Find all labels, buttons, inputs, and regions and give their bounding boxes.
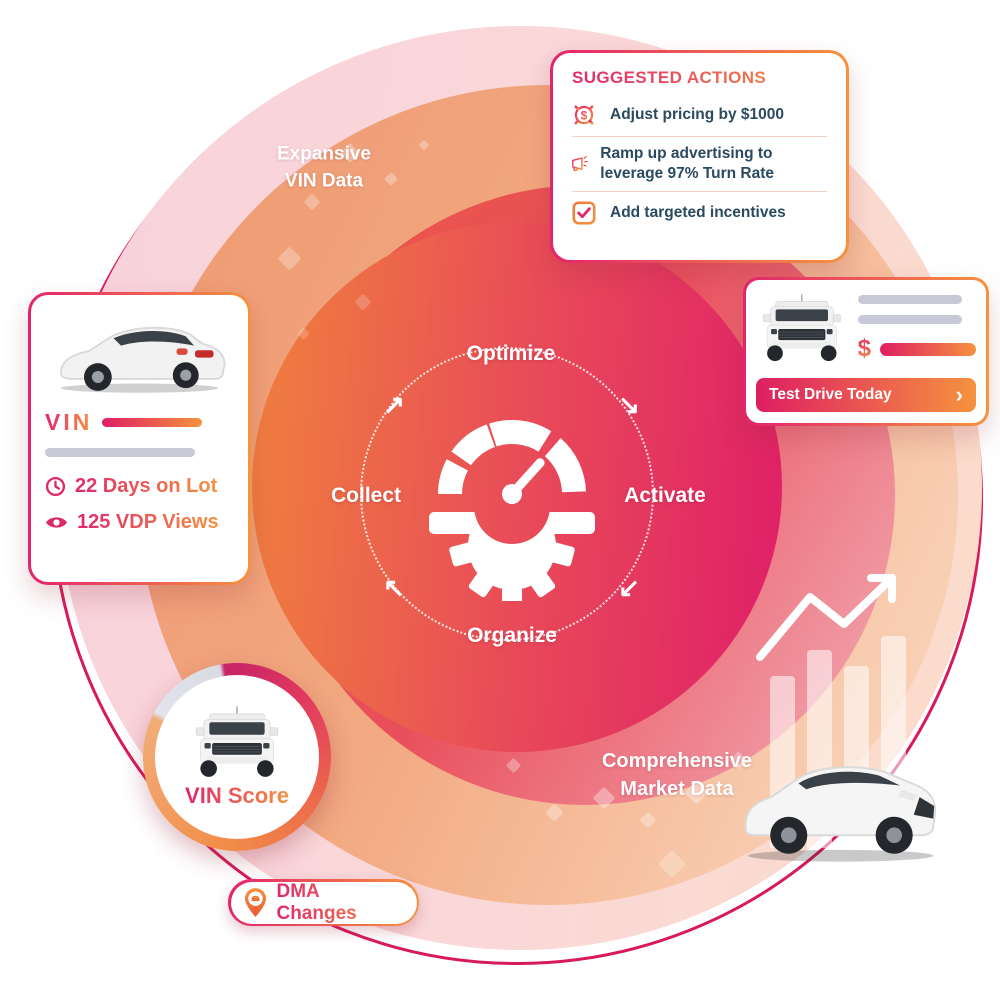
suv-image	[744, 766, 937, 862]
suggested-action-text: Adjust pricing by $1000	[610, 105, 784, 123]
cycle-label-organize: Organize	[467, 624, 557, 647]
gear-speedometer-icon	[429, 419, 595, 601]
comprehensive-line1: Comprehensive	[601, 750, 753, 772]
megaphone-icon	[572, 156, 588, 172]
suggested-actions-title: SUGGESTED ACTIONS	[572, 68, 829, 88]
dma-changes-pill[interactable]: DMA Changes	[228, 879, 419, 926]
suggested-actions-card: SUGGESTED ACTIONS $ Adjust pricing by $1…	[550, 50, 849, 263]
suggested-action-text: Add targeted incentives	[610, 204, 786, 222]
pickup-truck-image	[195, 706, 279, 777]
price-bar	[880, 342, 976, 356]
vin-value-bar	[102, 418, 203, 427]
suggested-action-text: Ramp up advertising to leverage 97% Turn…	[600, 145, 775, 183]
placeholder-bar	[857, 315, 962, 324]
vin-card: VIN 22 Days on Lot 125 VDP Views	[28, 292, 251, 585]
chevron-right-icon: ›	[955, 382, 963, 407]
vin-score-label: VIN Score	[185, 783, 289, 808]
dma-changes-label: DMA Changes	[276, 881, 404, 925]
expansive-line1: Expansive	[277, 143, 371, 165]
expansive-vin-data-label: Expansive VIN Data	[277, 141, 371, 194]
dollar-glyph: $	[581, 108, 588, 122]
cycle-arrow-ne-icon: ↗	[383, 389, 405, 420]
days-on-lot-stat: 22 Days on Lot	[45, 475, 234, 498]
sedan-image	[59, 326, 226, 393]
comprehensive-line2: Market Data	[620, 778, 734, 800]
cycle-arrow-sw-icon: ↙	[618, 572, 640, 603]
trend-up-arrow-icon	[756, 574, 896, 661]
cycle-dotted-circle	[360, 347, 654, 641]
checkbox-check-icon	[572, 201, 596, 225]
vdp-views-text: 125 VDP Views	[77, 511, 219, 533]
vdp-views-stat: 125 VDP Views	[45, 511, 234, 534]
cycle-label-optimize: Optimize	[466, 342, 556, 365]
cycle-label-collect: Collect	[330, 484, 402, 507]
clock-icon	[45, 476, 66, 497]
vin-score-badge: VIN Score	[143, 663, 331, 851]
suggested-action-item: Ramp up advertising to leverage 97% Turn…	[570, 137, 829, 191]
gear-dollar-icon: $	[571, 102, 597, 128]
suggested-action-item: $ Adjust pricing by $1000	[570, 94, 829, 136]
cycle-label-activate: Activate	[624, 484, 706, 507]
cycle-arrow-nw-icon: ↖	[383, 572, 405, 603]
expansive-line2: VIN Data	[284, 170, 364, 191]
cycle-arrow-se-icon: ↘	[618, 389, 640, 420]
dollar-sign: $	[857, 335, 871, 362]
pickup-truck-image	[762, 294, 841, 362]
vin-label: VIN	[45, 409, 93, 435]
divider	[572, 191, 827, 193]
suggested-action-item: Add targeted incentives	[570, 192, 829, 234]
eye-icon	[46, 517, 67, 528]
comprehensive-market-data-label: Comprehensive Market Data	[602, 747, 752, 803]
divider	[572, 136, 827, 137]
placeholder-bar	[45, 448, 195, 457]
test-drive-button[interactable]: Test Drive Today ›	[756, 378, 976, 412]
placeholder-bar	[857, 295, 962, 304]
test-drive-card: $ Test Drive Today ›	[743, 277, 989, 426]
test-drive-button-label: Test Drive Today	[769, 386, 892, 403]
car-location-pin-icon	[244, 888, 266, 917]
days-on-lot-text: 22 Days on Lot	[75, 475, 218, 497]
